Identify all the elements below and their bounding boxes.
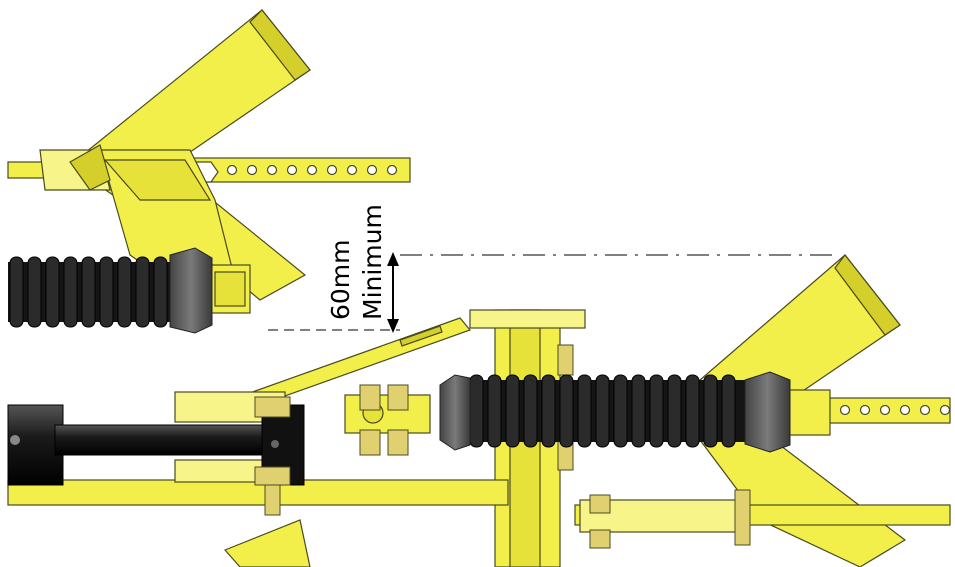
upper-coil-spring-icon	[8, 247, 213, 334]
lower-left-tine	[223, 519, 311, 567]
dimension-measure-label: 60mm	[326, 239, 355, 320]
hydraulic-cylinder-icon	[7, 404, 305, 486]
upper-tine-arm-face	[249, 9, 311, 81]
upper-adjust-holes	[226, 164, 398, 176]
lower-coil-spring-icon	[439, 371, 791, 453]
hex-bolt-icon	[254, 344, 751, 549]
upper-clamp-v	[69, 144, 111, 191]
lower-spring-block	[784, 389, 831, 436]
dimension-annotation: 60mm Minimum	[268, 204, 840, 333]
upper-bracket-shade	[103, 159, 212, 201]
lower-adjust-holes	[839, 404, 951, 416]
upper-tine-assembly	[7, 9, 411, 314]
lower-tine-arm-bottom	[698, 429, 907, 567]
post-top-plate	[469, 309, 586, 329]
dimension-qualifier-label: Minimum	[358, 204, 387, 320]
